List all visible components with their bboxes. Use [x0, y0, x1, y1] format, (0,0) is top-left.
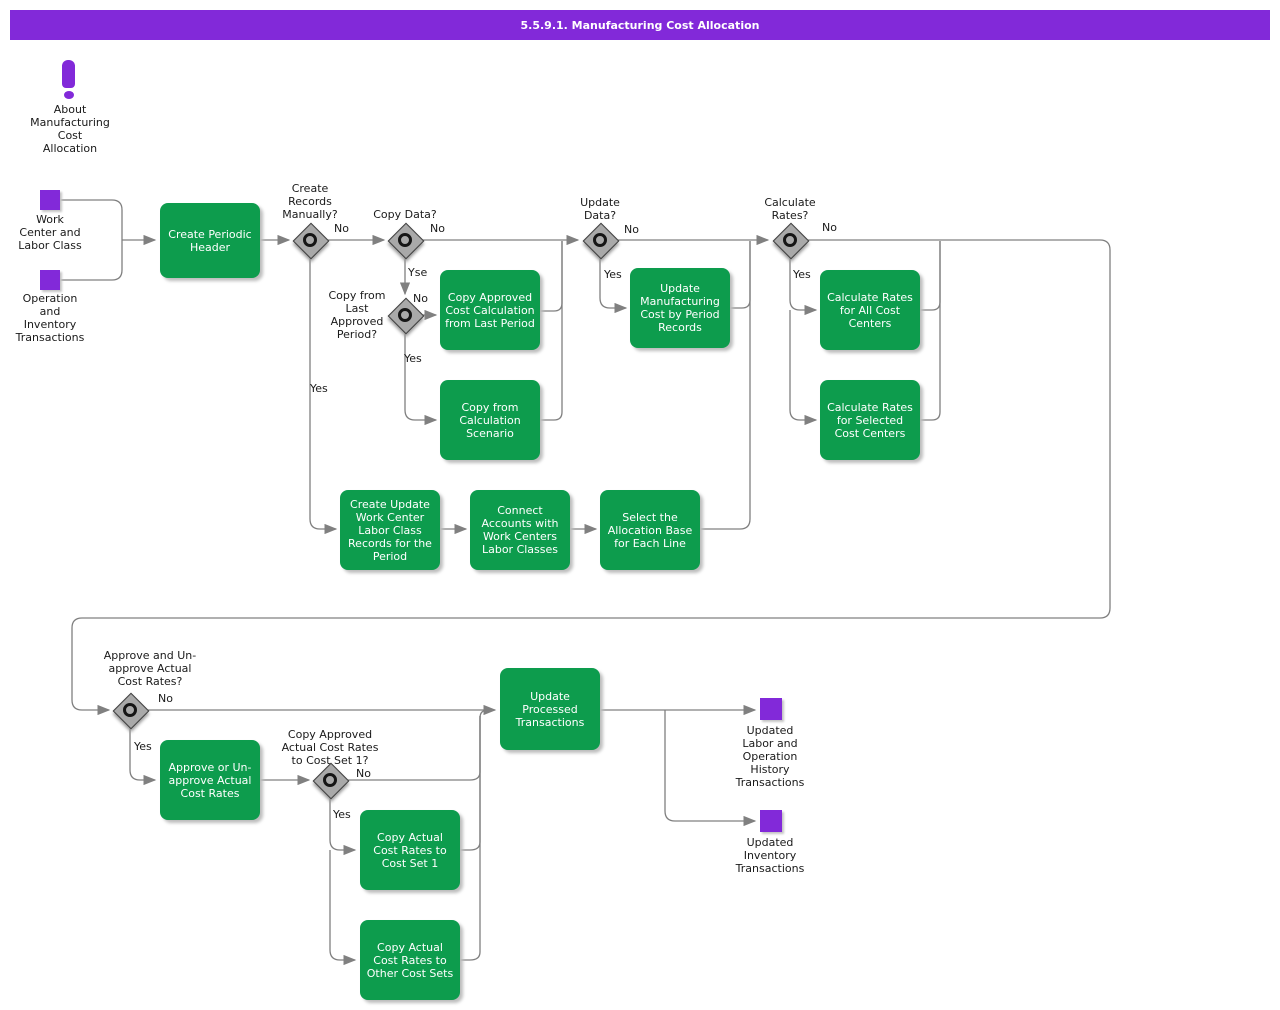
- edge-label-yes: Yes: [333, 808, 351, 821]
- edge-label-no: No: [356, 767, 371, 780]
- edge-cs1-out: [460, 716, 481, 851]
- datastore-operation-inventory-transactions[interactable]: [40, 270, 60, 290]
- decision-label-approve-and-unapprove: Approve and Un- approve Actual Cost Rate…: [103, 649, 197, 688]
- edge-d5-yes-selected: [789, 310, 818, 426]
- activity-calculate-rates-all-cost-centers[interactable]: Calculate Rates for All Cost Centers: [820, 270, 920, 350]
- edge-label-yse: Yse: [408, 266, 428, 279]
- decision-label-calculate-rates: Calculate Rates?: [764, 196, 816, 222]
- activity-create-periodic-header[interactable]: Create Periodic Header: [160, 203, 260, 278]
- edge-label-no: No: [413, 292, 428, 305]
- decision-circle-icon: [593, 233, 607, 247]
- edge-main-loop: [71, 239, 1111, 716]
- title-bar: 5.5.9.1. Manufacturing Cost Allocation: [10, 10, 1270, 40]
- decision-label-create-records-manually: Create Records Manually?: [282, 182, 338, 221]
- edge-label-yes: Yes: [793, 268, 811, 281]
- decision-create-records-manually: [292, 222, 330, 260]
- decision-approve-and-unapprove: [112, 692, 150, 730]
- activity-update-processed-transactions[interactable]: Update Processed Transactions: [500, 668, 600, 750]
- edge-label-yes: Yes: [404, 352, 422, 365]
- activity-connect-accounts[interactable]: Connect Accounts with Work Centers Labor…: [470, 490, 570, 570]
- activity-label: Create Update Work Center Labor Class Re…: [348, 497, 432, 563]
- edge-other-out: [460, 716, 481, 961]
- edge-label-yes: Yes: [604, 268, 622, 281]
- decision-label-update-data: Update Data?: [580, 196, 620, 222]
- activity-update-manufacturing-cost[interactable]: Update Manufacturing Cost by Period Reco…: [630, 268, 730, 348]
- activity-approve-unapprove-actual-cost-rates[interactable]: Approve or Un- approve Actual Cost Rates: [160, 740, 260, 820]
- datastore-work-center-labor-class[interactable]: [40, 190, 60, 210]
- activity-label: Connect Accounts with Work Centers Labor…: [481, 504, 559, 556]
- edge-d4-yes: [599, 258, 628, 314]
- activity-label: Create Periodic Header: [168, 227, 252, 254]
- datastore-updated-inventory-transactions-label: Updated Inventory Transactions: [735, 836, 805, 875]
- edge-d5-yes-all: [789, 258, 818, 316]
- activity-label: Calculate Rates for All Cost Centers: [827, 290, 913, 330]
- activity-calculate-rates-selected-cost-centers[interactable]: Calculate Rates for Selected Cost Center…: [820, 380, 920, 460]
- page-title: 5.5.9.1. Manufacturing Cost Allocation: [520, 18, 760, 32]
- datastore-updated-labor-operation-history[interactable]: [760, 698, 782, 720]
- edge-label-no: No: [822, 221, 837, 234]
- activity-label: Copy from Calculation Scenario: [459, 400, 521, 440]
- edge-calcselected-out: [920, 241, 941, 421]
- exclamation-icon[interactable]: [62, 60, 75, 88]
- activity-label: Update Manufacturing Cost by Period Reco…: [640, 282, 720, 334]
- decision-copy-data: [387, 222, 425, 260]
- decision-circle-icon: [398, 233, 412, 247]
- activity-label: Approve or Un- approve Actual Cost Rates: [168, 760, 252, 800]
- edge-label-yes: Yes: [134, 740, 152, 753]
- decision-calculate-rates: [772, 222, 810, 260]
- exclamation-icon-dot[interactable]: [64, 91, 74, 99]
- decision-circle-icon: [323, 773, 337, 787]
- datastore-work-center-labor-class-label: Work Center and Labor Class: [18, 213, 82, 252]
- datastore-updated-inventory-transactions[interactable]: [760, 810, 782, 832]
- activity-select-allocation-base[interactable]: Select the Allocation Base for Each Line: [600, 490, 700, 570]
- edge-d1-yes: [309, 258, 338, 535]
- decision-label-copy-from-last-approved: Copy from Last Approved Period?: [328, 289, 386, 341]
- edge-updatemfg-out: [730, 241, 751, 309]
- edge-label-no: No: [430, 222, 445, 235]
- edge-label-no: No: [334, 222, 349, 235]
- edge-label-no: No: [624, 223, 639, 236]
- decision-update-data: [582, 222, 620, 260]
- edge-d7-yes-cs1: [329, 798, 357, 856]
- edge-select-out: [700, 241, 751, 530]
- activity-create-update-work-center-records[interactable]: Create Update Work Center Labor Class Re…: [340, 490, 440, 570]
- edge-d3-yes: [404, 333, 438, 426]
- edges: [60, 199, 1111, 966]
- edge-label-no: No: [158, 692, 173, 705]
- activity-label: Copy Actual Cost Rates to Cost Set 1: [373, 830, 447, 870]
- edge-d6-yes: [129, 728, 157, 786]
- decision-label-copy-approved-to-cs1: Copy Approved Actual Cost Rates to Cost …: [281, 728, 379, 767]
- decision-label-copy-data: Copy Data?: [373, 208, 437, 221]
- decision-circle-icon: [303, 233, 317, 247]
- activity-label: Copy Actual Cost Rates to Other Cost Set…: [366, 940, 454, 980]
- about-note-label[interactable]: About Manufacturing Cost Allocation: [30, 103, 110, 155]
- decision-circle-icon: [398, 308, 412, 322]
- edge-processed-to-inventory: [664, 710, 757, 827]
- decision-circle-icon: [123, 703, 137, 717]
- activity-copy-from-calculation-scenario[interactable]: Copy from Calculation Scenario: [440, 380, 540, 460]
- edge-copyscenario-out: [540, 241, 563, 421]
- decision-copy-approved-to-cs1: [312, 762, 350, 800]
- activity-copy-actual-cost-rates-set1[interactable]: Copy Actual Cost Rates to Cost Set 1: [360, 810, 460, 890]
- activity-label: Copy Approved Cost Calculation from Last…: [445, 290, 535, 330]
- decision-circle-icon: [783, 233, 797, 247]
- edge-copyapproved-out: [540, 241, 563, 312]
- activity-label: Update Processed Transactions: [515, 689, 585, 729]
- edge-label-yes: Yes: [310, 382, 328, 395]
- edge-calcall-out: [920, 241, 941, 311]
- activity-label: Calculate Rates for Selected Cost Center…: [827, 400, 913, 440]
- activity-copy-approved-cost-calculation[interactable]: Copy Approved Cost Calculation from Last…: [440, 270, 540, 350]
- datastore-operation-inventory-transactions-label: Operation and Inventory Transactions: [15, 292, 85, 344]
- activity-label: Select the Allocation Base for Each Line: [607, 510, 693, 550]
- decision-copy-from-last-approved: [387, 297, 425, 335]
- activity-copy-actual-cost-rates-other[interactable]: Copy Actual Cost Rates to Other Cost Set…: [360, 920, 460, 1000]
- datastore-updated-labor-operation-history-label: Updated Labor and Operation History Tran…: [735, 724, 805, 789]
- edge-d7-yes-other: [329, 850, 357, 966]
